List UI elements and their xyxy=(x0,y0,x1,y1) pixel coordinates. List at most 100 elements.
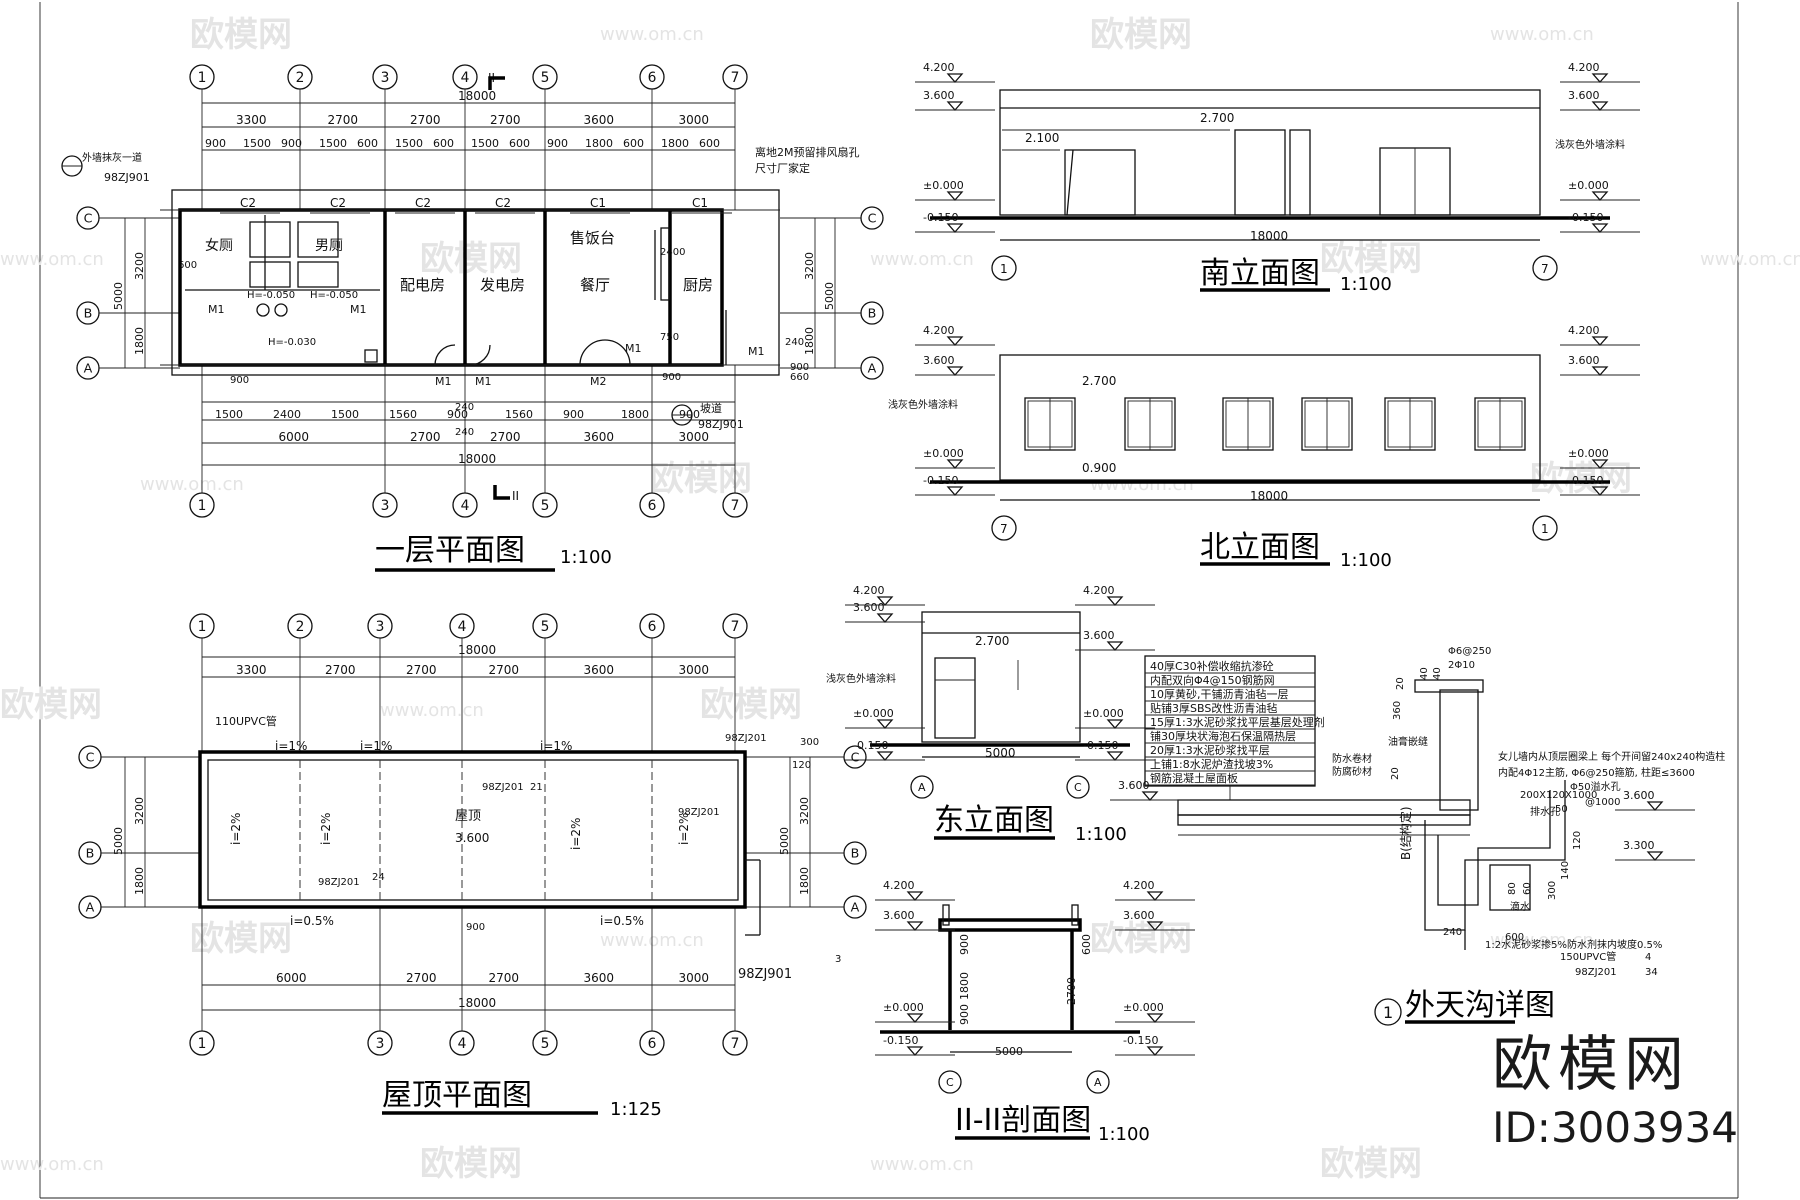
se-level-4: 4.200 xyxy=(1568,61,1600,74)
gd-layer-6: 20厚1:3水泥砂浆找平层 xyxy=(1150,743,1270,757)
rp-axis-bottom-5: 5 xyxy=(541,1036,550,1052)
se-level-3-triangle xyxy=(946,223,964,233)
section-II-II: 4.2003.600±0.000-0.1504.2003.600±0.000-0… xyxy=(875,879,1195,1145)
ee-mark-2700: 2.700 xyxy=(975,634,1009,648)
gd-dim-3: 60 xyxy=(1522,882,1533,895)
gf-room-6: 售饭台 xyxy=(570,229,615,247)
ee-note: 浅灰色外墙涂料 xyxy=(826,672,896,685)
gf-subdim-bot-7: 1800 xyxy=(621,408,649,421)
rp-axis-bottom-3: 3 xyxy=(376,1036,385,1052)
gf-axis-bottom-1: 1 xyxy=(198,498,207,514)
gd-note-4: Φ50溢水孔 xyxy=(1570,780,1621,793)
ne-title: 北立面图 xyxy=(1200,530,1320,565)
gd-layer-7: 上铺1:8水泥炉渣找坡3% xyxy=(1150,757,1273,771)
gf-row-bubbles-left: CBA xyxy=(76,206,180,380)
sc-level-1: 3.600 xyxy=(883,909,915,922)
gf-room-1: 男厕 xyxy=(315,238,343,254)
gf-axis-top-4: 4 xyxy=(461,70,470,86)
gd-layer-2: 10厚黄砂,干铺沥青油毡一层 xyxy=(1150,687,1289,701)
brand-logo-text: 欧模网 xyxy=(1492,1030,1691,1100)
gf-subdim-top-11: 600 xyxy=(623,137,644,150)
gf-span-top-2: 2700 xyxy=(410,113,441,127)
gd-dim-5: 140 xyxy=(1560,861,1571,880)
ee-axis-c: C xyxy=(1074,781,1082,794)
gd-dim-9: 360 xyxy=(1392,701,1403,720)
rp-slope-0: i=2% xyxy=(229,813,243,845)
sc-title: II-II剖面图 xyxy=(955,1103,1091,1138)
rp-vdim-5000: 5000 xyxy=(112,827,125,855)
sc-dim-0: 1800 xyxy=(958,972,971,1000)
gf-subdim-top-1: 1500 xyxy=(243,137,271,150)
gf-subdim-top-3: 1500 xyxy=(319,137,347,150)
gf-vdim-r-1800: 1800 xyxy=(803,327,816,355)
rp-slope-6: i=1% xyxy=(540,739,572,753)
rp-vdim-r-1800: 1800 xyxy=(798,867,811,895)
sc-level-4: 4.200 xyxy=(1123,879,1155,892)
svg-text:www.om.cn: www.om.cn xyxy=(0,1154,104,1175)
gd-dim-14: 34 xyxy=(1645,967,1658,978)
gf-room-0: 女厕 xyxy=(205,237,233,254)
gf-subdim-top-6: 600 xyxy=(433,137,454,150)
gf-subdim-top-9: 900 xyxy=(547,137,568,150)
svg-text:欧模网: 欧模网 xyxy=(1320,1144,1422,1184)
svg-text:欧模网: 欧模网 xyxy=(1530,459,1632,499)
gd-note-1: 内配4Φ12主筋, Φ6@250箍筋, 柱距≤3600 xyxy=(1498,766,1695,779)
sc-level-7-triangle xyxy=(1146,1046,1164,1056)
sc-level-5-triangle xyxy=(1146,921,1164,931)
ee-scale: 1:100 xyxy=(1075,824,1127,845)
ee-level-marks: 4.2003.600±0.000-0.1504.2003.600±0.000-0… xyxy=(845,584,1155,761)
ne-level-marks: 4.2003.600±0.000-0.1504.2003.600±0.000-0… xyxy=(915,324,1640,496)
sc-dim-4: 900 xyxy=(958,934,971,955)
gf-window-2: C2 xyxy=(415,196,431,210)
gf-axis-bottom-7: 7 xyxy=(731,498,740,514)
gf-axis-top-1: 1 xyxy=(198,70,207,86)
rp-span-bot-0: 6000 xyxy=(276,971,307,985)
gf-window-1: C2 xyxy=(330,196,346,210)
se-level-7: -0.150 xyxy=(1568,211,1603,224)
ee-level-7-triangle xyxy=(1106,751,1124,761)
gd-dim-10: 40 xyxy=(1419,667,1430,680)
brand-block: 欧模网 ID:3003934 xyxy=(1492,1016,1738,1152)
se-level-6: ±0.000 xyxy=(1568,179,1609,192)
gf-dim-total-bottom: 18000 xyxy=(458,452,496,466)
ne-window-frame-3 xyxy=(1304,400,1350,448)
gf-span-bot-3: 3600 xyxy=(584,430,615,444)
rp-slope-5: i=1% xyxy=(360,739,392,753)
gd-dim-4: 300 xyxy=(1547,881,1558,900)
rp-label-7: 98ZJ901 xyxy=(738,967,792,982)
svg-text:www.om.cn: www.om.cn xyxy=(1490,24,1594,45)
sc-scale: 1:100 xyxy=(1098,1124,1150,1145)
se-axis-7: 7 xyxy=(1541,262,1549,276)
rp-label-1: 屋顶 xyxy=(455,809,481,824)
svg-text:欧模网: 欧模网 xyxy=(420,239,522,279)
se-scale: 1:100 xyxy=(1340,274,1392,295)
gd-note-11: 滴水 xyxy=(1510,900,1530,913)
ee-level-5: 3.600 xyxy=(1083,629,1115,642)
sc-axis-a: A xyxy=(1094,1076,1102,1089)
gf-misc-dim-2: 240 xyxy=(455,402,474,413)
sc-level-4-triangle xyxy=(1146,891,1164,901)
gd-note-2: 200X120X1000 xyxy=(1520,790,1597,801)
svg-text:欧模网: 欧模网 xyxy=(190,15,292,55)
rp-misc-1: 120 xyxy=(792,760,811,771)
gf-misc-dim-0: 600 xyxy=(178,260,197,271)
gf-dim-total: 18000 xyxy=(458,89,496,103)
gf-vdim-3200: 3200 xyxy=(133,252,146,280)
ee-level-4-triangle xyxy=(1106,596,1124,606)
gf-subdim-bot-5: 1560 xyxy=(505,408,533,421)
gf-subdim-top-2: 900 xyxy=(281,137,302,150)
gf-misc-dim-1: 900 xyxy=(230,375,249,386)
gd-level-1-triangle xyxy=(1646,801,1664,811)
se-note: 浅灰色外墙涂料 xyxy=(1555,138,1625,151)
rp-span-bot-3: 3600 xyxy=(584,971,615,985)
ee-axis-a: A xyxy=(918,781,926,794)
gd-note-12: 1:2水泥砂浆掺5%防水剂抹内坡度0.5% xyxy=(1485,938,1662,951)
gf-door-0: M1 xyxy=(208,303,225,316)
se-level-marks: 4.2003.600±0.000-0.1504.2003.600±0.000-0… xyxy=(915,61,1640,233)
rp-row-bubbles-left: CBA xyxy=(78,745,200,919)
ne-level-3: -0.150 xyxy=(923,474,958,487)
rp-axis-bottom-4: 4 xyxy=(458,1036,467,1052)
